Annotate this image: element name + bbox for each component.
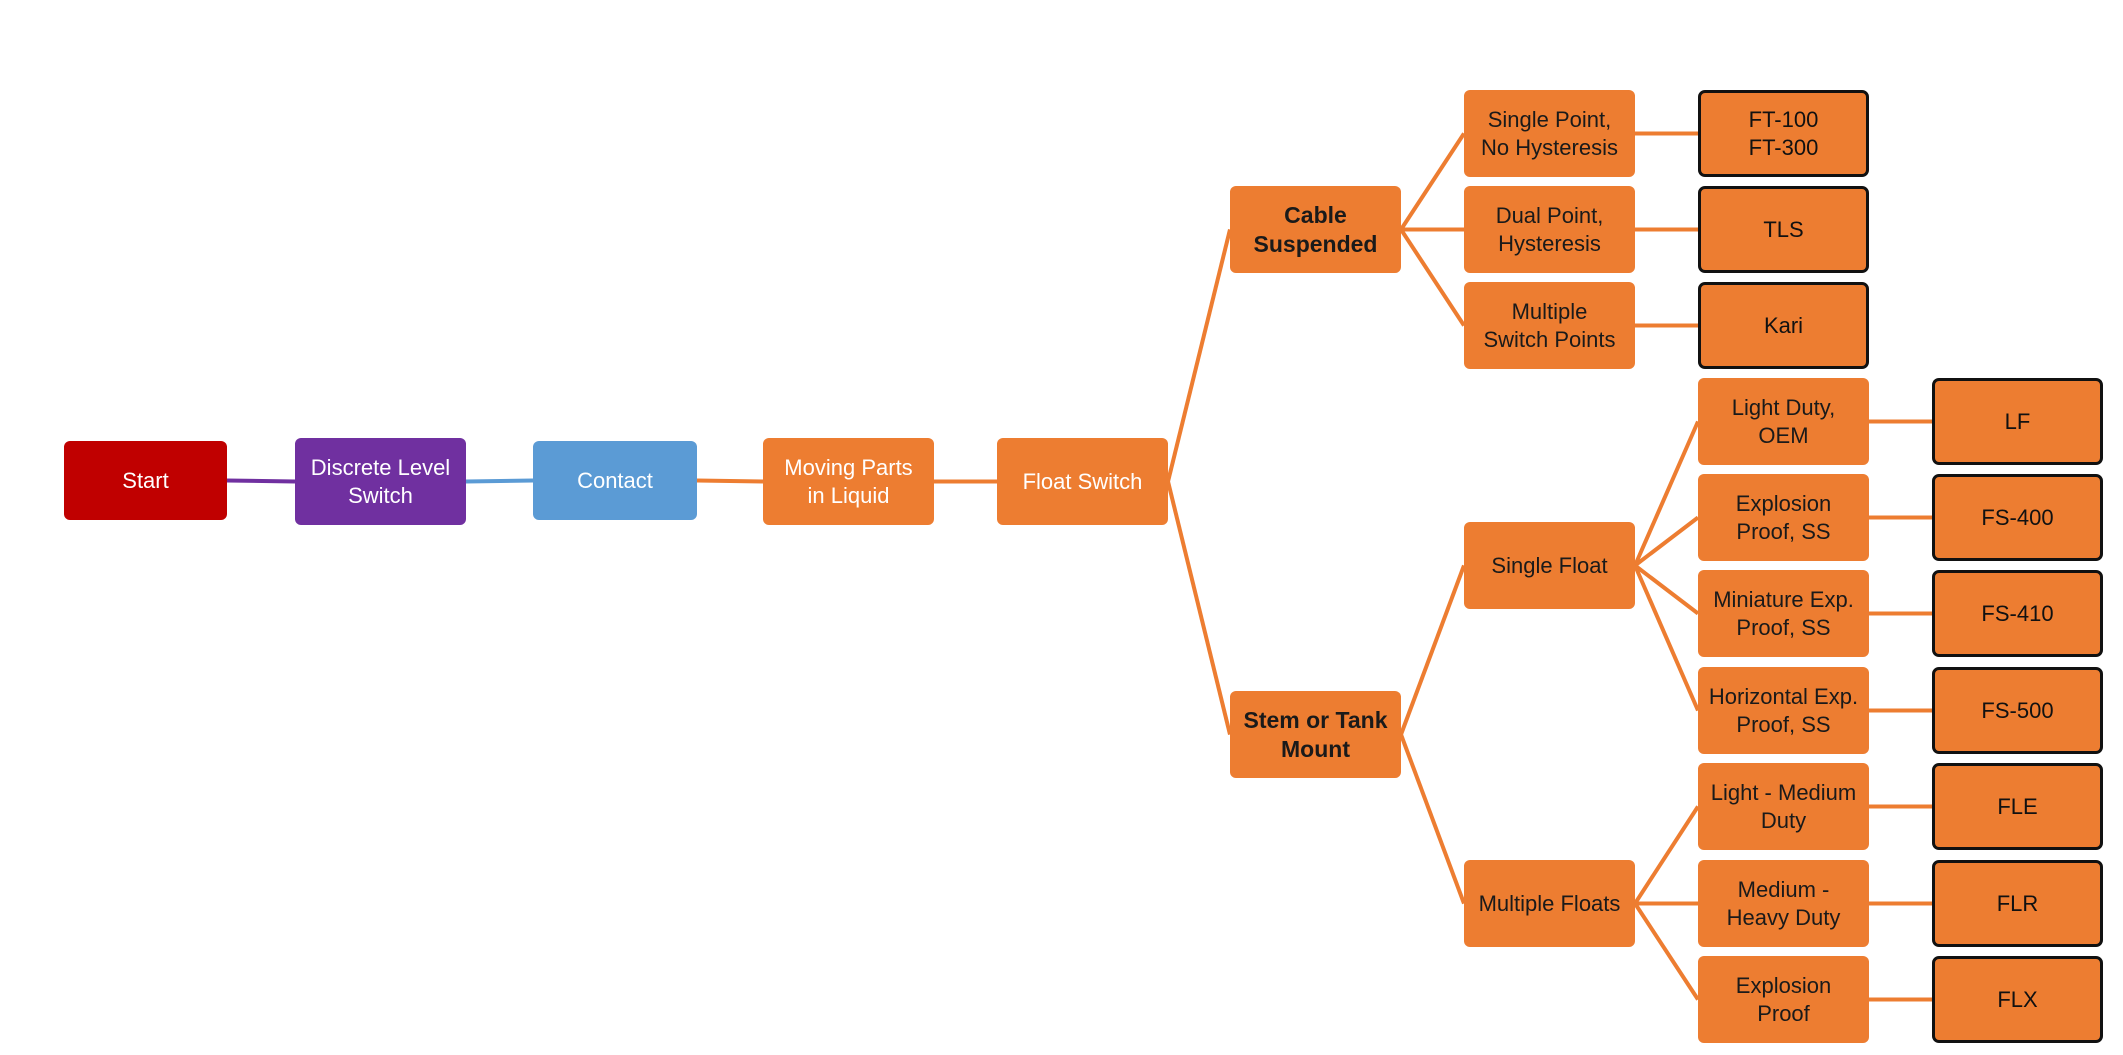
connector-single-float-to-exp-ss xyxy=(1633,515,1700,568)
flx-product-node: FLX xyxy=(1932,956,2103,1043)
light-duty-oem-node: Light Duty, OEM xyxy=(1698,378,1869,465)
discrete-level-switch-node: Discrete Level Switch xyxy=(295,438,466,525)
connector-cable-to-single-point xyxy=(1399,132,1466,231)
lf-product-node: LF xyxy=(1932,378,2103,465)
tls-product-node: TLS xyxy=(1698,186,1869,273)
connector-start-to-discrete xyxy=(226,478,296,484)
connector-multi-floats-to-light-med xyxy=(1633,805,1700,905)
connector-single-float-to-mini-exp xyxy=(1633,563,1700,616)
connector-single-float-to-light-oem xyxy=(1633,420,1700,567)
multiple-floats-node: Multiple Floats xyxy=(1464,860,1635,947)
stem-or-tank-mount-node: Stem or Tank Mount xyxy=(1230,691,1401,778)
single-float-node: Single Float xyxy=(1464,522,1635,609)
explosion-proof-node: Explosion Proof xyxy=(1698,956,1869,1043)
connector-float-to-stem xyxy=(1166,481,1232,735)
fs-500-product-node: FS-500 xyxy=(1932,667,2103,754)
connector-stem-to-single-float xyxy=(1399,564,1466,736)
connector-float-to-cable xyxy=(1166,229,1232,482)
light-medium-duty-node: Light - Medium Duty xyxy=(1698,763,1869,850)
connector-stem-to-multi-floats xyxy=(1399,733,1466,905)
medium-heavy-duty-node: Medium - Heavy Duty xyxy=(1698,860,1869,947)
connector-single-float-to-horiz-exp xyxy=(1633,564,1700,712)
dual-point-hysteresis-node: Dual Point, Hysteresis xyxy=(1464,186,1635,273)
moving-parts-in-liquid-node: Moving Parts in Liquid xyxy=(763,438,934,525)
horizontal-exp-proof-ss-node: Horizontal Exp. Proof, SS xyxy=(1698,667,1869,754)
connector-cable-to-multi-switch xyxy=(1399,228,1466,327)
cable-suspended-node: Cable Suspended xyxy=(1230,186,1401,273)
fs-400-product-node: FS-400 xyxy=(1932,474,2103,561)
float-switch-node: Float Switch xyxy=(997,438,1168,525)
explosion-proof-ss-node: Explosion Proof, SS xyxy=(1698,474,1869,561)
fle-product-node: FLE xyxy=(1932,763,2103,850)
flr-product-node: FLR xyxy=(1932,860,2103,947)
ft-100-ft-300-product-node: FT-100 FT-300 xyxy=(1698,90,1869,177)
contact-node: Contact xyxy=(533,441,697,520)
start-node: Start xyxy=(64,441,227,520)
connector-contact-to-moving xyxy=(696,478,764,484)
connector-multi-floats-to-exp-proof xyxy=(1633,902,1700,1001)
connector-discrete-to-contact xyxy=(465,478,534,484)
miniature-exp-proof-ss-node: Miniature Exp. Proof, SS xyxy=(1698,570,1869,657)
multiple-switch-points-node: Multiple Switch Points xyxy=(1464,282,1635,369)
fs-410-product-node: FS-410 xyxy=(1932,570,2103,657)
single-point-no-hysteresis-node: Single Point, No Hysteresis xyxy=(1464,90,1635,177)
kari-product-node: Kari xyxy=(1698,282,1869,369)
